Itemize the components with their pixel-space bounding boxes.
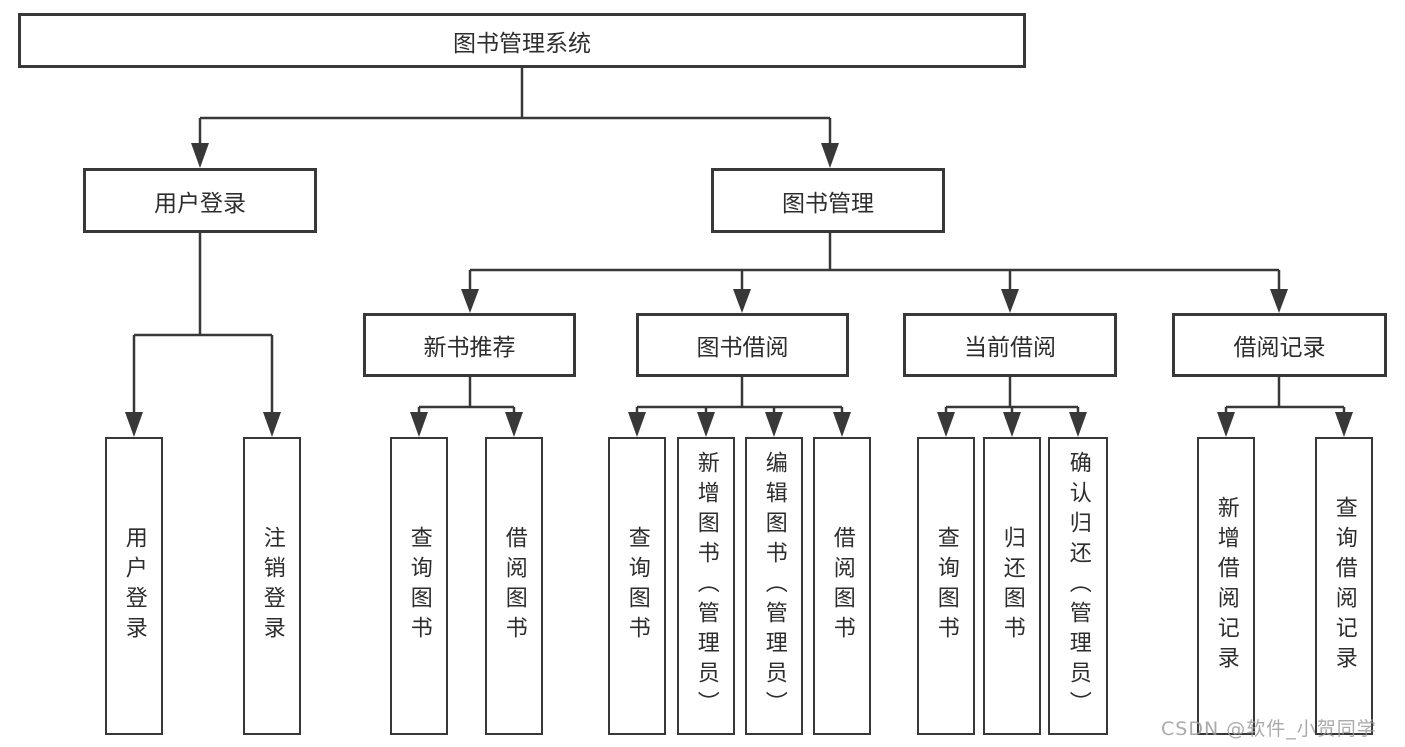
arrowhead-current-borrow <box>1001 289 1019 313</box>
node-book-management: 图书管理 <box>711 168 945 233</box>
arrowhead-new-book <box>461 289 479 313</box>
arrowhead-user-login <box>191 143 209 168</box>
arrowhead-bb-borrow <box>833 412 851 437</box>
leaf-borrow-books-label: 借阅图书 <box>829 526 855 646</box>
leaf-borrow-books: 借阅图书 <box>813 437 871 735</box>
node-current-borrow: 当前借阅 <box>903 313 1117 377</box>
leaf-return-books-label: 归还图书 <box>999 526 1025 646</box>
node-root-label: 图书管理系统 <box>453 30 591 57</box>
arrowhead-bb-edit <box>765 412 783 437</box>
node-user-login-label: 用户登录 <box>154 190 246 217</box>
arrowhead-cb-confirm <box>1069 412 1087 437</box>
leaf-add-borrow-record-label: 新增借阅记录 <box>1213 496 1239 676</box>
node-current-borrow-label: 当前借阅 <box>964 335 1056 361</box>
leaf-query-books-recommend-label: 查询图书 <box>406 526 432 646</box>
leaf-query-books-current: 查询图书 <box>917 437 975 735</box>
node-borrow-record: 借阅记录 <box>1172 313 1387 377</box>
arrowhead-leaf-logout <box>263 412 281 437</box>
leaf-query-books-current-label: 查询图书 <box>933 526 959 646</box>
leaf-query-books-borrow: 查询图书 <box>608 437 666 735</box>
leaf-return-books: 归还图书 <box>983 437 1041 735</box>
node-new-book-recommend: 新书推荐 <box>363 313 576 377</box>
node-root-system: 图书管理系统 <box>18 13 1026 68</box>
leaf-confirm-return-admin-label: 确认归还（管理员） <box>1065 451 1091 721</box>
leaf-logout-login: 注销登录 <box>243 437 301 735</box>
arrowhead-br-add <box>1217 412 1235 437</box>
arrowhead-borrow-record <box>1270 289 1288 313</box>
node-book-borrow-label: 图书借阅 <box>696 335 789 361</box>
csdn-watermark: CSDN @软件_小贺同学 <box>1161 718 1377 740</box>
node-new-book-recommend-label: 新书推荐 <box>423 335 516 361</box>
arrowhead-nb-borrow <box>505 412 523 437</box>
leaf-confirm-return-admin: 确认归还（管理员） <box>1048 437 1108 735</box>
leaf-user-login-label: 用户登录 <box>121 526 147 646</box>
arrowhead-nb-query <box>410 412 428 437</box>
leaf-query-books-recommend: 查询图书 <box>390 437 448 735</box>
arrowhead-bb-add <box>697 412 715 437</box>
leaf-add-books-admin: 新增图书（管理员） <box>677 437 735 735</box>
leaf-edit-books-admin-label: 编辑图书（管理员） <box>761 451 787 721</box>
arrowhead-book-mgmt <box>821 143 839 168</box>
leaf-add-books-admin-label: 新增图书（管理员） <box>693 451 719 721</box>
arrowhead-cb-return <box>1003 412 1021 437</box>
arrowhead-br-query <box>1335 412 1353 437</box>
node-book-management-label: 图书管理 <box>782 190 874 217</box>
node-user-login: 用户登录 <box>83 168 317 233</box>
arrowhead-cb-query <box>937 412 955 437</box>
leaf-borrow-books-recommend: 借阅图书 <box>485 437 543 735</box>
leaf-query-borrow-record: 查询借阅记录 <box>1315 437 1373 735</box>
leaf-borrow-books-recommend-label: 借阅图书 <box>501 526 527 646</box>
leaf-edit-books-admin: 编辑图书（管理员） <box>745 437 803 735</box>
leaf-query-borrow-record-label: 查询借阅记录 <box>1331 496 1357 676</box>
leaf-query-books-borrow-label: 查询图书 <box>624 526 650 646</box>
node-book-borrow: 图书借阅 <box>636 313 849 377</box>
leaf-logout-login-label: 注销登录 <box>259 526 285 646</box>
arrowhead-book-borrow <box>733 289 751 313</box>
leaf-add-borrow-record: 新增借阅记录 <box>1197 437 1255 735</box>
leaf-user-login: 用户登录 <box>105 437 163 735</box>
node-borrow-record-label: 借阅记录 <box>1233 335 1326 361</box>
arrowhead-leaf-user-login <box>125 412 143 437</box>
arrowhead-bb-query <box>628 412 646 437</box>
